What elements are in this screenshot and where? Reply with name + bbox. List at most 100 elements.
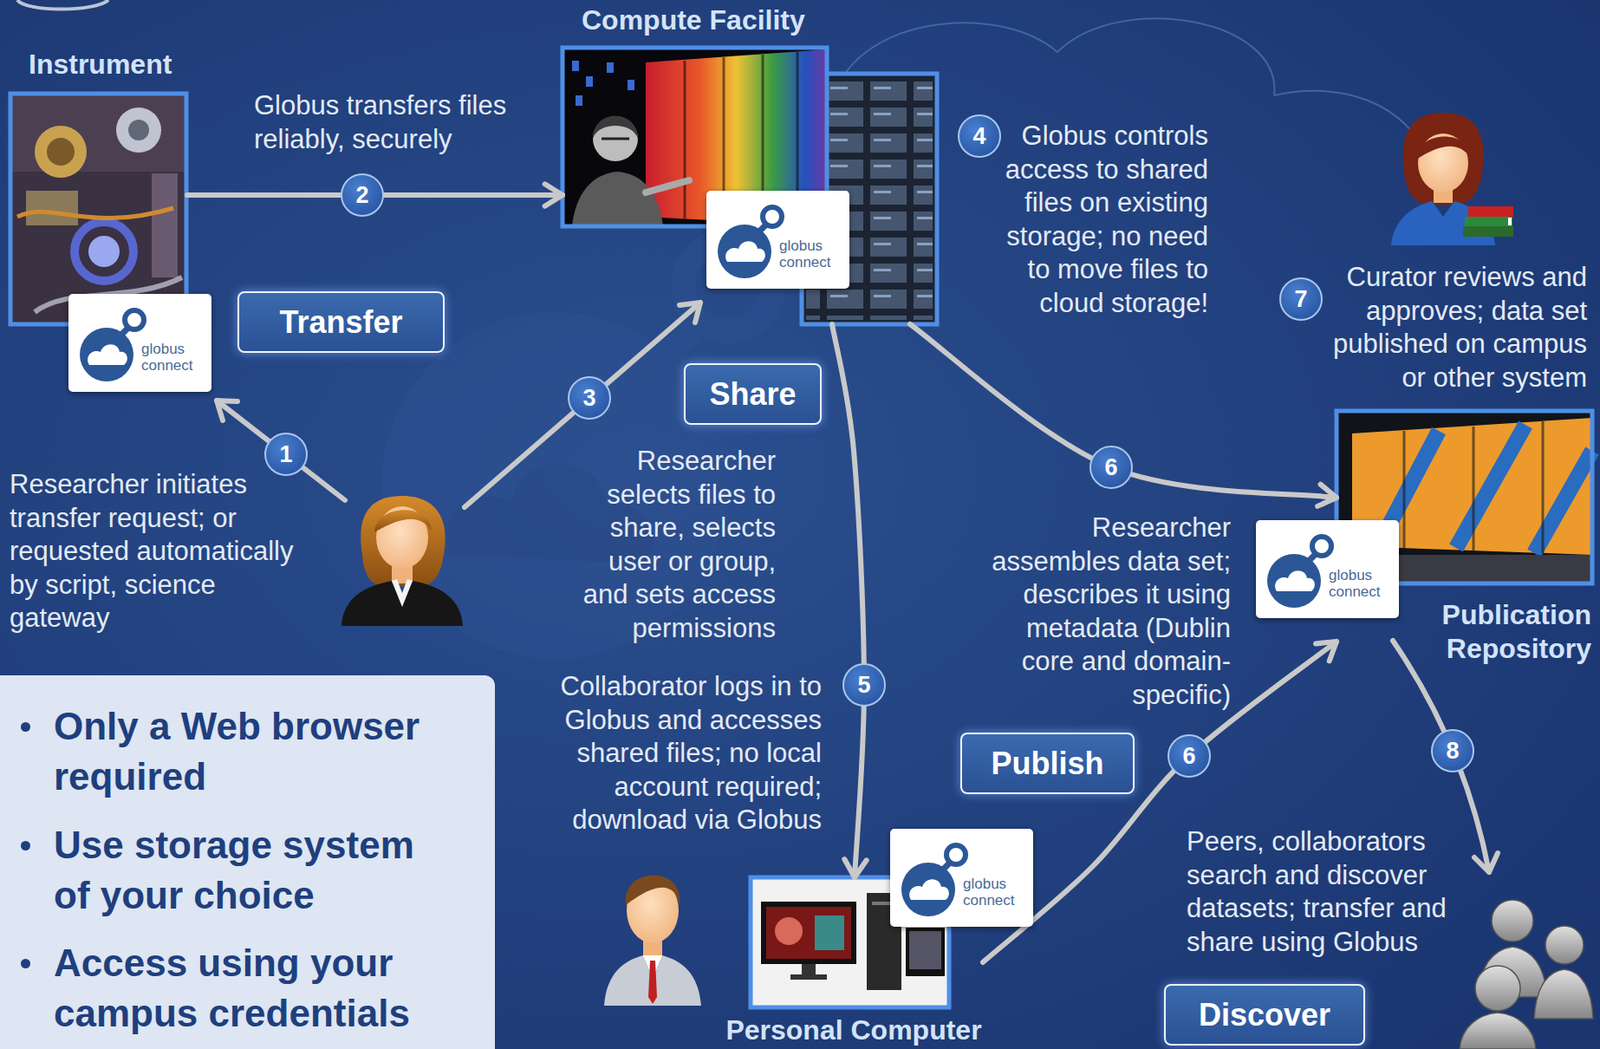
callout-circle: 2 — [340, 173, 384, 217]
text-box: globus connect — [779, 237, 835, 271]
hopper-photo — [585, 76, 593, 87]
callout-number: 8 — [1445, 737, 1459, 764]
text-box: Researcher assembles data set; describes… — [979, 511, 1231, 712]
collaborator-figure — [604, 955, 702, 1006]
callout-circle: 8 — [1430, 728, 1475, 773]
instrument-photo — [17, 208, 174, 219]
photo-node: Personal Computerglobus connect — [724, 877, 983, 1048]
callout-circle: 6 — [1167, 734, 1211, 778]
text-box: Access using your campus credentials — [53, 937, 444, 1039]
bullet-dot — [20, 958, 31, 969]
edge-number: 6 — [1182, 742, 1196, 769]
bullet-dot — [20, 840, 31, 851]
instrument-photo — [10, 93, 187, 325]
photo-node: Compute Facility globus connect — [562, 3, 937, 325]
logo-text: globus connect — [779, 237, 835, 271]
globus-icon — [890, 828, 1034, 927]
peers-figure — [1459, 899, 1594, 1049]
instrument-photo — [151, 173, 178, 278]
instrument-photo — [74, 221, 134, 281]
globus-icon — [79, 327, 134, 382]
cloud-outline — [17, 0, 109, 10]
photo-node: Instrumentglobus connect — [10, 48, 188, 325]
computer-photo — [774, 917, 803, 945]
globus-icon — [901, 862, 956, 917]
connector — [832, 324, 867, 878]
hopper-photo — [592, 116, 638, 162]
text-box: globus connect — [1328, 566, 1385, 600]
globus-connect-badge: globus connect — [706, 190, 850, 289]
connector-line — [832, 324, 865, 878]
flow-arrow — [216, 400, 238, 421]
computer-photo — [790, 974, 827, 980]
callout-text: Researcher initiates transfer request; o… — [9, 468, 309, 636]
callout-text: Curator reviews and approves; data set p… — [1316, 260, 1587, 395]
text-box: Researcher selects files to share, selec… — [567, 444, 776, 645]
bullet-text: Use storage system of your choice — [53, 819, 444, 921]
curator-figure — [1464, 216, 1513, 227]
logo-text: globus connect — [962, 875, 1019, 909]
logo-text: globus connect — [141, 340, 197, 374]
text-box: Peers, collaborators search and discover… — [1186, 825, 1456, 959]
action-button: Publish — [960, 732, 1135, 794]
globus-connect-badge: globus connect — [1255, 520, 1399, 618]
globus-icon — [1267, 553, 1321, 608]
globus-icon — [706, 190, 850, 289]
edge-number: 2 — [355, 182, 369, 209]
curator-figure — [1403, 112, 1484, 205]
globus-icon — [725, 240, 766, 262]
text-box: Globus transfers files reliably, securel… — [253, 89, 525, 157]
text-box: Compute Facility — [581, 4, 833, 36]
text-box: Use storage system of your choice — [53, 819, 444, 921]
callout-number: 3 — [582, 384, 596, 411]
callout-circle: 6 — [1089, 445, 1133, 489]
globus-icon — [1274, 570, 1315, 592]
globus-icon — [946, 845, 966, 865]
text-box: globus connect — [962, 875, 1019, 909]
curator-figure — [1463, 226, 1514, 237]
callout-text: Globus controls access to shared files o… — [989, 119, 1209, 320]
kraken-photo — [1378, 424, 1593, 553]
callout-text: Peers, collaborators search and discover… — [1186, 825, 1456, 959]
feature-panel: Only a Web browser requiredUse storage s… — [0, 675, 495, 1049]
arrowhead — [545, 183, 563, 206]
hopper-photo — [575, 95, 583, 106]
computer-photo — [909, 930, 942, 970]
curator-figure — [1416, 136, 1471, 160]
researcher-figure — [374, 509, 432, 533]
edge-number: 6 — [1104, 454, 1118, 481]
globus-icon — [68, 293, 212, 392]
text-box: Personal Computer — [724, 1014, 983, 1046]
instrument-photo — [88, 235, 120, 267]
flow-arrow — [1474, 852, 1498, 872]
callout-circle: 5 — [842, 663, 886, 707]
action-button: Transfer — [237, 291, 445, 353]
instrument-photo — [34, 125, 87, 178]
globus-connect-badge: globus connect — [890, 828, 1034, 927]
instrument-photo — [116, 107, 162, 153]
instrument-photo — [26, 190, 79, 226]
callout-number: 4 — [972, 123, 986, 150]
globus-icon — [762, 207, 782, 227]
globus-icon — [909, 878, 950, 900]
text-box: Globus controls access to shared files o… — [989, 119, 1209, 320]
computer-photo — [801, 963, 816, 975]
arrowhead — [1317, 484, 1337, 507]
instrument-photo — [46, 137, 75, 166]
curator-figure — [1508, 217, 1512, 226]
researcher-figure — [360, 495, 445, 586]
computer-photo — [750, 877, 950, 1008]
callout-text: Globus transfers files reliably, securel… — [253, 89, 525, 157]
callout-circle: 7 — [1279, 277, 1323, 321]
peers-figure — [1491, 899, 1534, 942]
text-box: globus connect — [141, 340, 197, 374]
collaborator-figure — [625, 874, 681, 905]
node-heading: Personal Computer — [724, 1014, 983, 1046]
arrowhead — [844, 858, 866, 878]
action-button: Discover — [1164, 983, 1366, 1046]
edge-number: 5 — [857, 671, 871, 698]
bullet-text: Only a Web browser required — [53, 701, 444, 802]
callout-number: 1 — [279, 441, 293, 468]
